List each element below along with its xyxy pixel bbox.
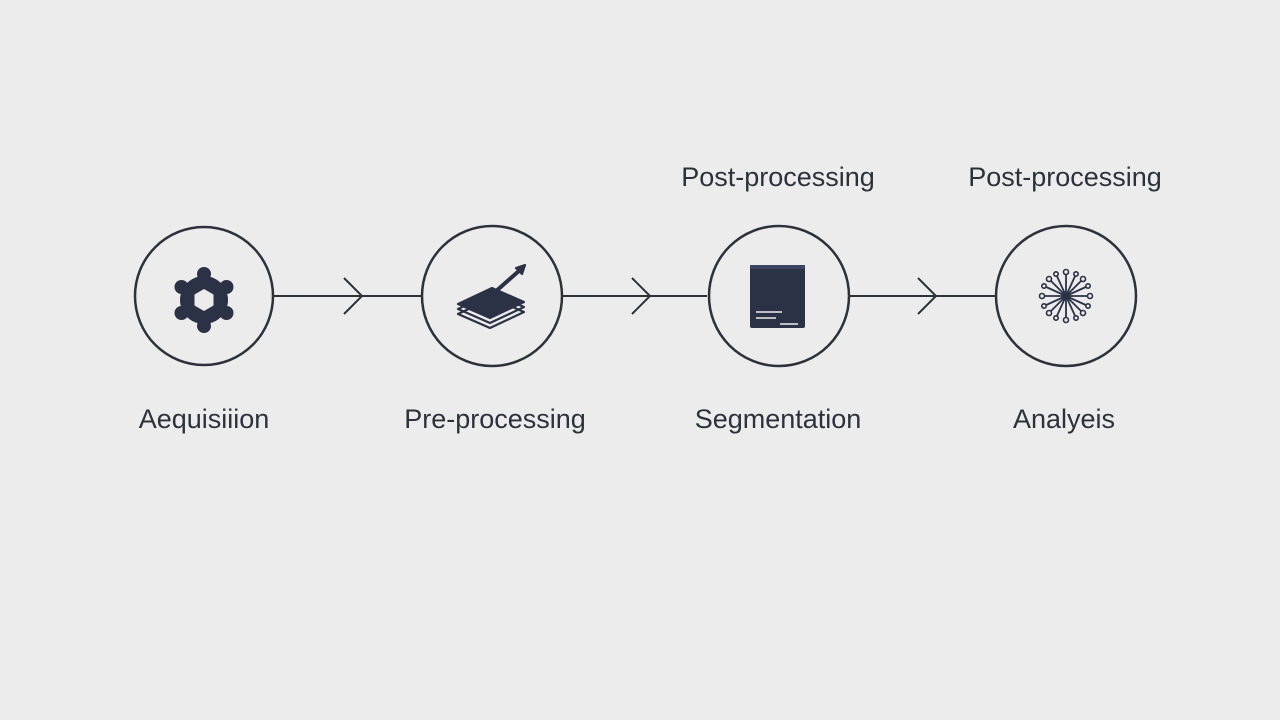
step-circle bbox=[707, 224, 851, 368]
step-pre-processing: Pre-processing bbox=[404, 224, 586, 434]
connector-2 bbox=[563, 277, 707, 315]
arrow-right-icon bbox=[343, 277, 364, 315]
gear-icon bbox=[174, 267, 234, 333]
step-label: Pre-processing bbox=[404, 404, 586, 434]
connector-1 bbox=[274, 277, 421, 315]
network-icon bbox=[1038, 268, 1094, 324]
arrow-right-icon bbox=[631, 277, 652, 315]
arrow-right-icon bbox=[917, 277, 938, 315]
step-circle bbox=[994, 224, 1138, 368]
top-label-post-processing: Post-processing bbox=[968, 162, 1162, 192]
layers-stylus-icon bbox=[456, 263, 527, 330]
step-analysis: Post-processing bbox=[968, 162, 1162, 434]
step-circle bbox=[133, 225, 275, 367]
step-label: Segmentation bbox=[695, 404, 862, 434]
top-label-post-processing: Post-processing bbox=[681, 162, 875, 192]
step-segmentation: Post-processing Segmentation bbox=[681, 162, 875, 434]
step-circle bbox=[420, 224, 564, 368]
document-icon bbox=[750, 265, 805, 328]
step-label: Aequisiiion bbox=[139, 404, 270, 434]
step-label: Analyeis bbox=[1013, 404, 1115, 434]
connector-3 bbox=[850, 277, 995, 315]
step-acquisition: Aequisiiion bbox=[133, 225, 275, 434]
